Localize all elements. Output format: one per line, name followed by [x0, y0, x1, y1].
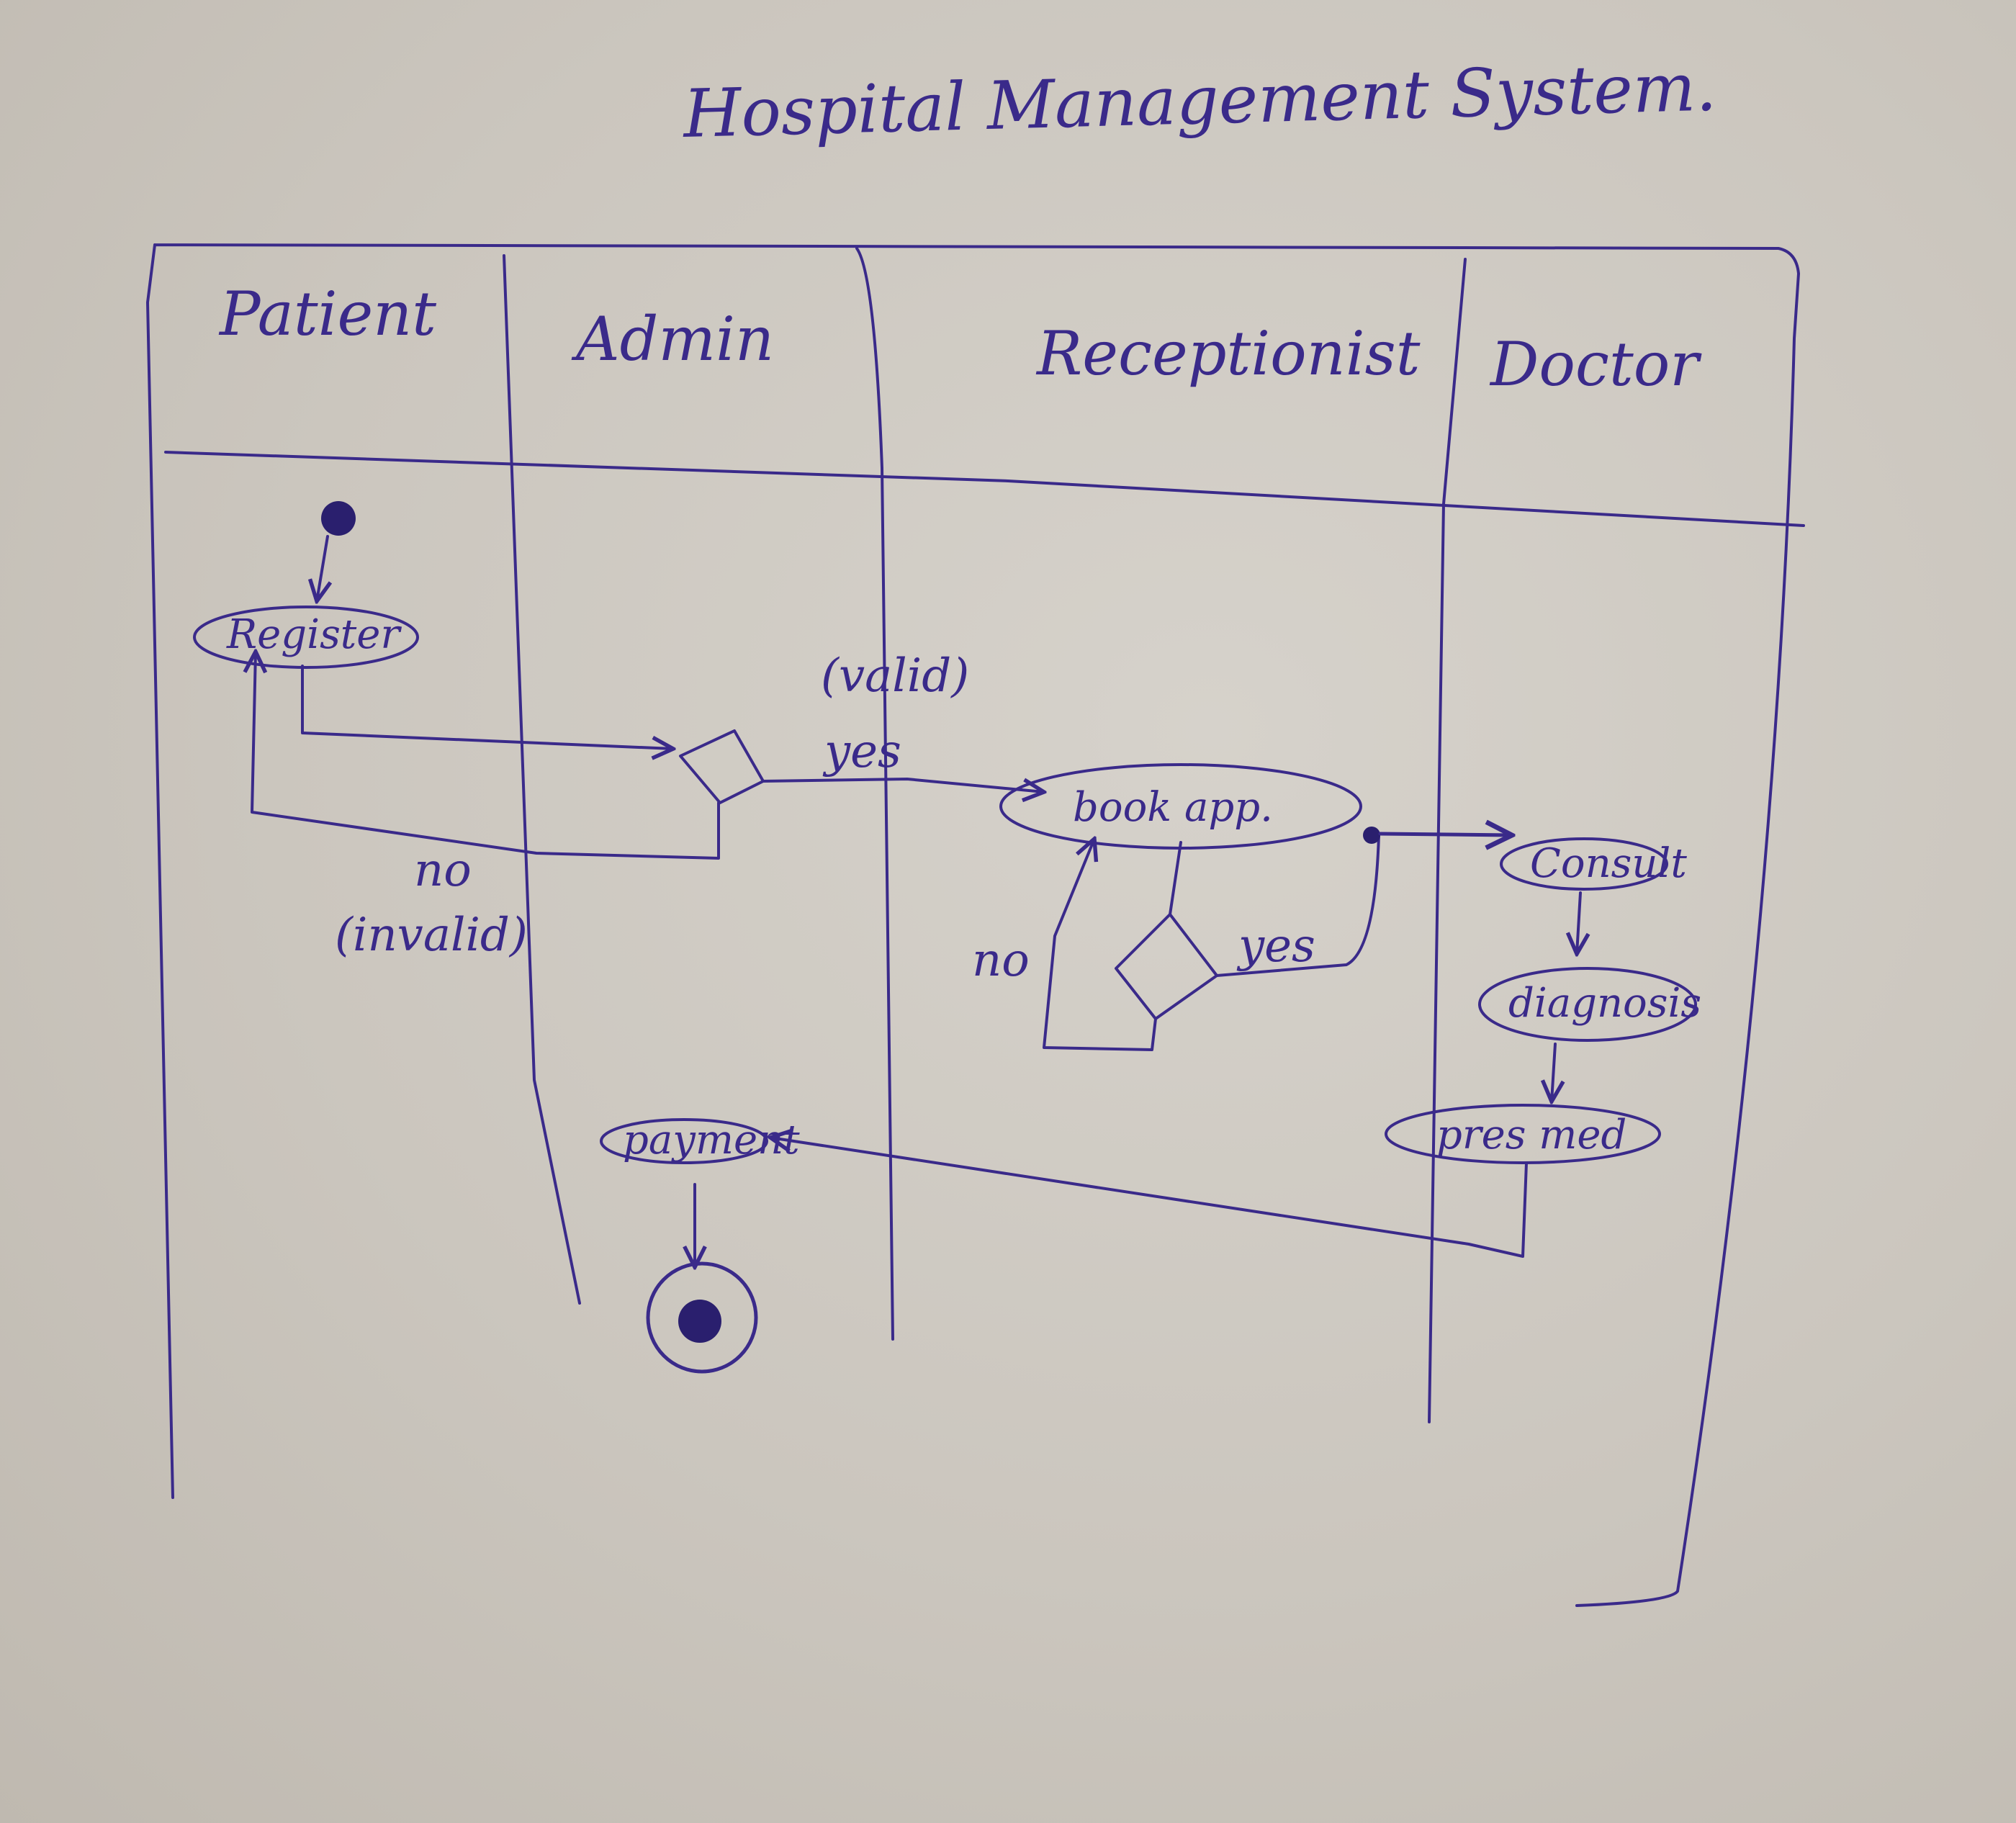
activity-pres-med	[1385, 1104, 1661, 1164]
swimlane-frame	[146, 243, 1800, 1607]
start-arrow	[317, 535, 328, 601]
guard-no-book: no	[972, 934, 1030, 987]
lane-header-admin: Admin	[571, 304, 774, 374]
activity-register	[193, 606, 419, 669]
flow-booked-yes	[1215, 834, 1380, 977]
diagram-title: Hospital Management System.	[681, 48, 1718, 153]
lane-header-patient: Patient	[218, 279, 436, 349]
flow-valid-to-book	[762, 778, 1044, 792]
guard-yes-valid: yes	[822, 725, 901, 778]
activity-diagnosis-label: diagnosis	[1508, 980, 1701, 1027]
activity-payment	[600, 1118, 768, 1164]
end-node-dot	[678, 1300, 721, 1343]
activity-consult-label: Consult	[1530, 840, 1687, 887]
flow-diagnosis-to-pres	[1552, 1043, 1555, 1102]
flow-not-booked-loop	[1043, 839, 1157, 1051]
flow-book-to-check	[1169, 841, 1182, 916]
activity-register-label: Register	[226, 611, 402, 658]
header-divider	[164, 451, 1805, 527]
guard-no: no	[414, 844, 472, 897]
decision-booked	[1115, 913, 1218, 1020]
activity-payment-label: payment	[623, 1117, 800, 1163]
flow-book-to-consult	[1378, 834, 1512, 835]
fork-dot	[1363, 827, 1380, 844]
flow-consult-to-diagnosis	[1577, 891, 1580, 954]
end-node-ring	[646, 1261, 758, 1374]
decision-valid	[679, 729, 765, 804]
flow-pres-to-payment	[770, 1138, 1528, 1258]
flow-register-to-check	[301, 665, 673, 749]
activity-pres-med-label: pres med	[1436, 1112, 1626, 1158]
activity-book-app-label: book app.	[1073, 784, 1273, 831]
lane-header-doctor: Doctor	[1489, 329, 1702, 400]
guard-yes-book: yes	[1236, 919, 1315, 973]
lane-divider-2	[855, 247, 894, 1341]
activity-diagnosis	[1478, 967, 1697, 1042]
guard-valid: (valid)	[821, 649, 969, 703]
activity-consult	[1500, 837, 1668, 891]
lane-divider-1	[503, 254, 581, 1305]
lane-divider-3	[1428, 258, 1467, 1423]
lane-header-receptionist: Receptionist	[1035, 318, 1421, 389]
start-node	[321, 501, 356, 536]
guard-invalid: (invalid)	[335, 909, 528, 962]
flow-invalid-to-register	[252, 652, 720, 860]
